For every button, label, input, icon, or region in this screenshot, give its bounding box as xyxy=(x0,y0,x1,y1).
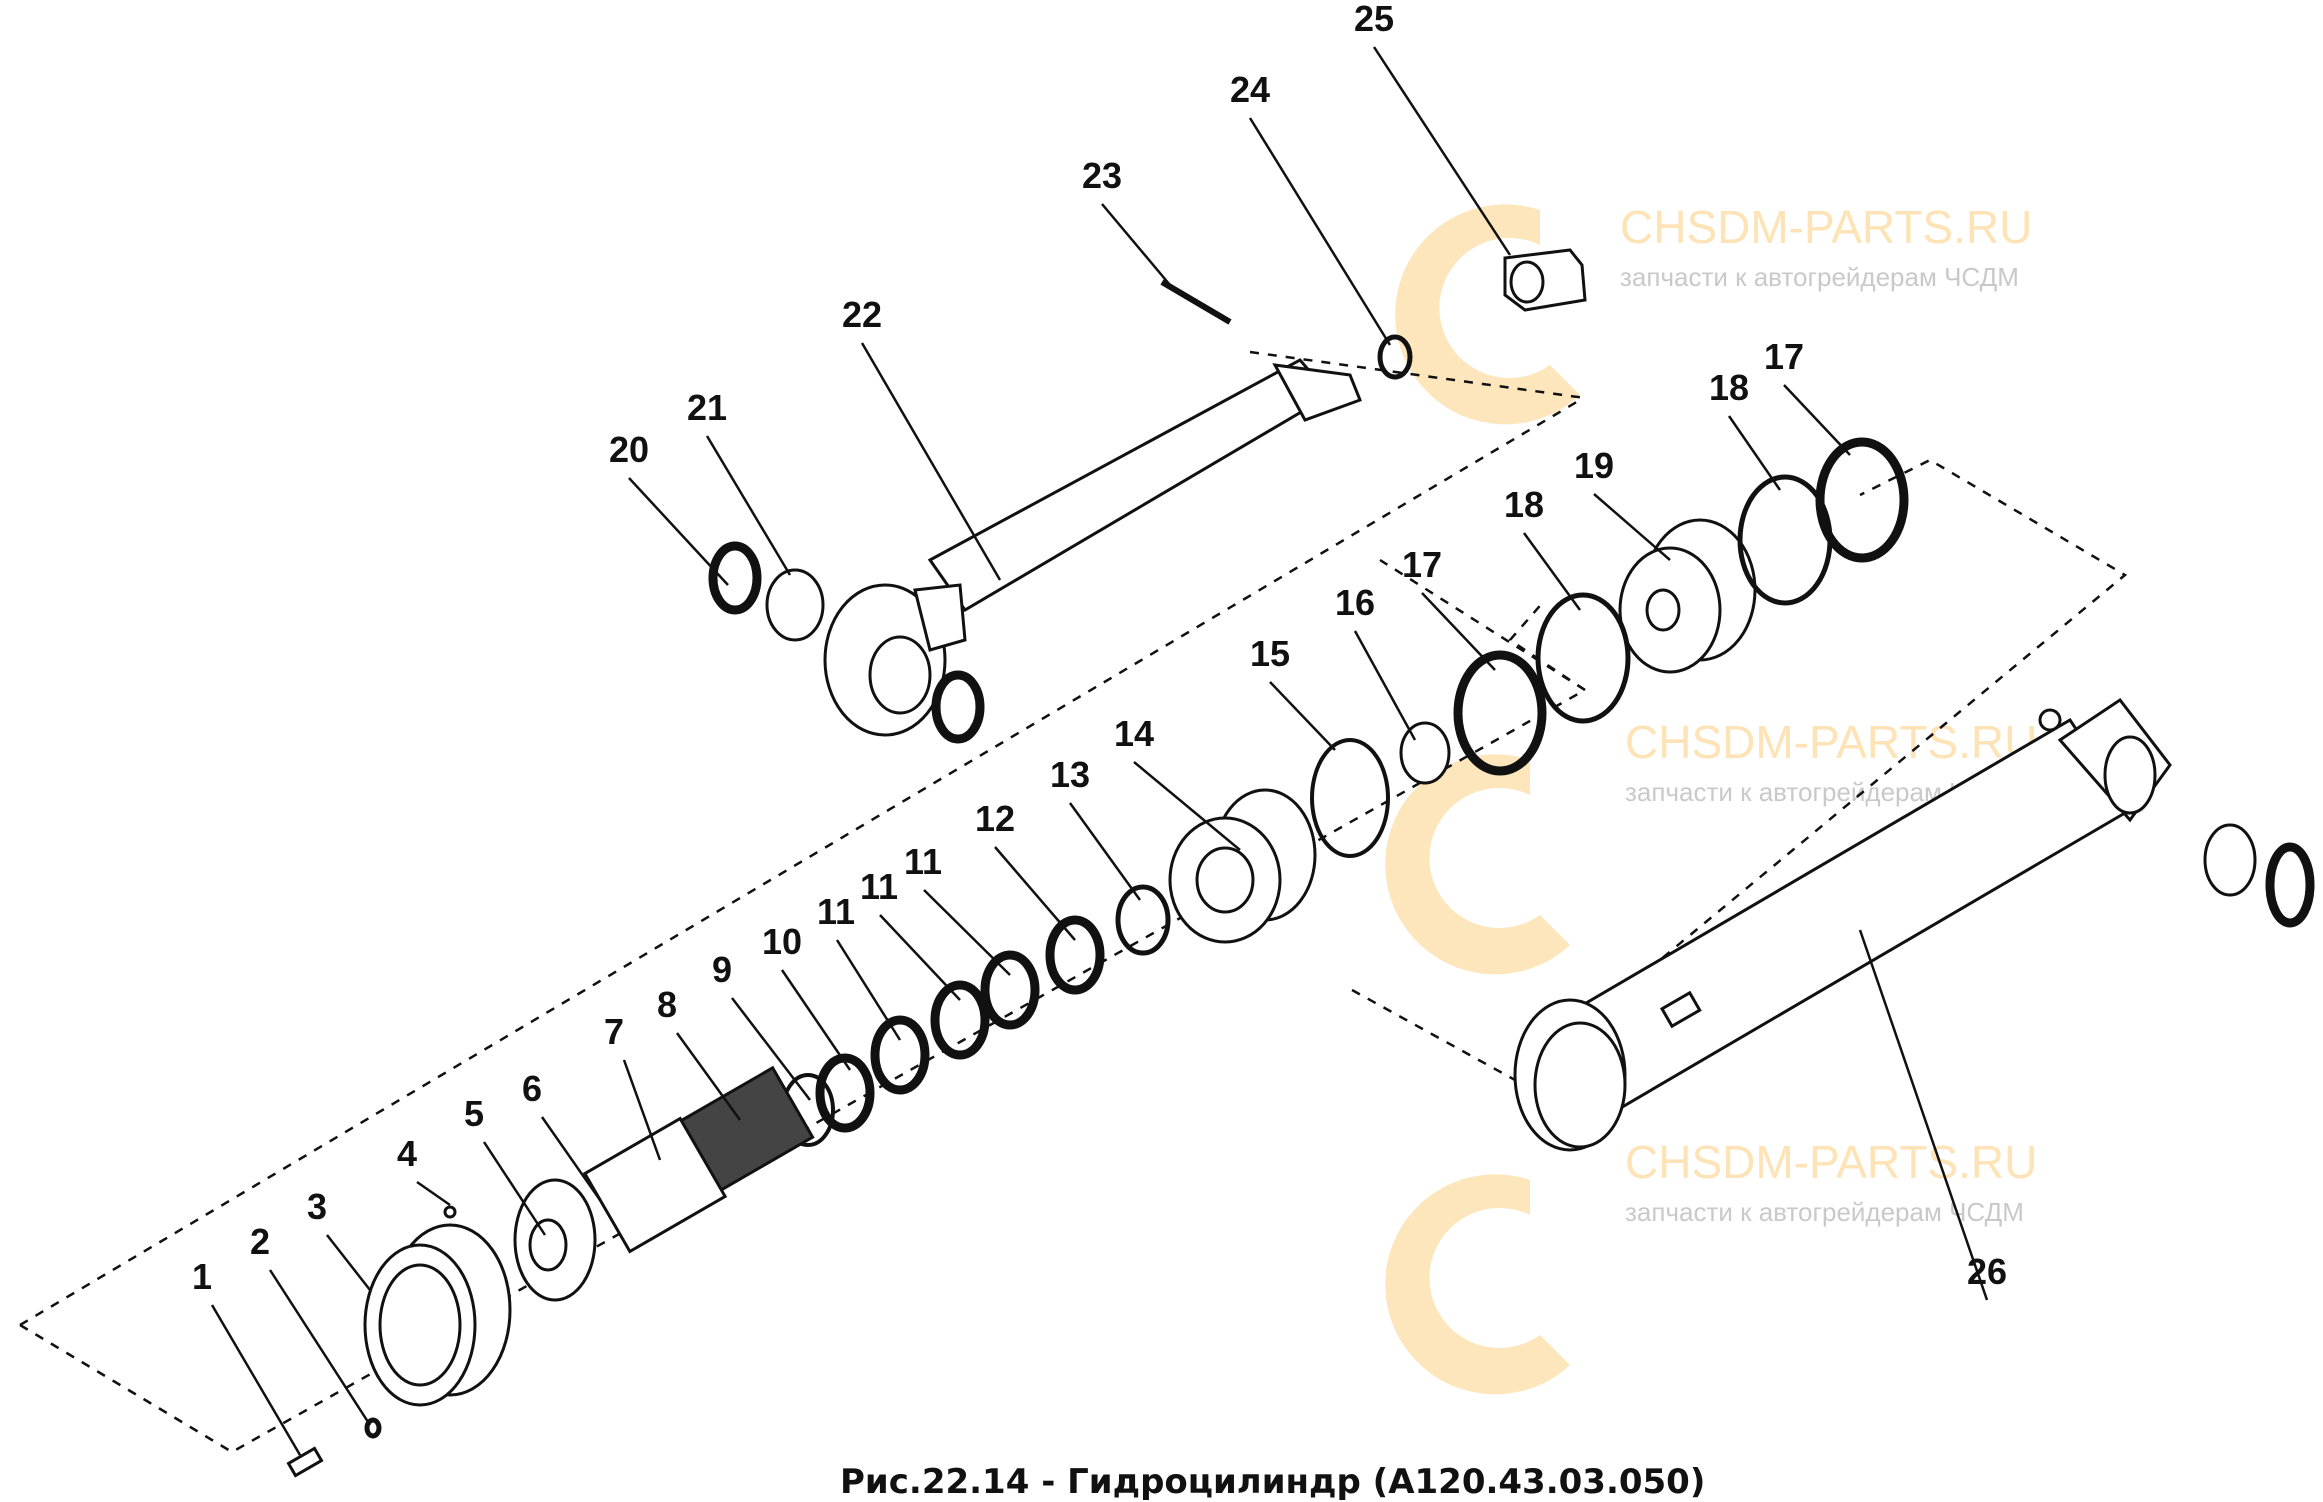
leader-line xyxy=(1593,493,1671,561)
part-label: 19 xyxy=(1574,445,1614,486)
bolt xyxy=(286,1446,324,1478)
flange-bore xyxy=(528,1218,568,1272)
part-labels: 1234567891011111112131415161718191817202… xyxy=(192,0,2007,1297)
part-label: 14 xyxy=(1114,713,1154,754)
part-label: 15 xyxy=(1250,633,1290,674)
end-nut xyxy=(363,1223,512,1407)
leader-line xyxy=(1727,415,1782,491)
leader-line xyxy=(1248,117,1392,346)
leader-line xyxy=(1372,46,1512,256)
part-label: 11 xyxy=(904,841,942,882)
assembly-guides xyxy=(19,350,2128,1454)
leader-line xyxy=(210,1304,302,1456)
retaining-ring xyxy=(708,541,762,615)
part-label: 17 xyxy=(1764,336,1804,377)
gland xyxy=(1168,788,1317,944)
part-label: 13 xyxy=(1050,754,1090,795)
o-ring xyxy=(1310,738,1390,858)
part-label: 8 xyxy=(657,984,677,1025)
part-label: 16 xyxy=(1335,582,1375,623)
seal-ring xyxy=(1535,592,1631,724)
leader-line xyxy=(675,1032,742,1121)
spring xyxy=(582,1065,815,1254)
part-label: 9 xyxy=(712,949,732,990)
leader-line xyxy=(731,997,811,1101)
seal-ring xyxy=(1453,650,1547,776)
watermark-title: CHSDM-PARTS.RU xyxy=(1620,201,2033,253)
leader-line xyxy=(1101,203,1171,286)
leader-line xyxy=(1421,592,1496,671)
part-label: 10 xyxy=(762,921,802,962)
leader-line xyxy=(780,969,852,1071)
leader-lines xyxy=(210,46,1989,1456)
cotter-pin xyxy=(1160,279,1232,325)
part-label: 20 xyxy=(609,429,649,470)
bushing xyxy=(765,568,825,642)
part-label: 22 xyxy=(842,294,882,335)
part-label: 24 xyxy=(1230,69,1270,110)
part-label: 6 xyxy=(522,1068,542,1109)
piston-rod xyxy=(823,358,1362,737)
washer xyxy=(1377,334,1413,380)
leader-line xyxy=(1068,802,1142,901)
part-label: 3 xyxy=(307,1186,327,1227)
leader-line xyxy=(628,477,729,586)
part-label: 25 xyxy=(1354,0,1394,39)
part-label: 4 xyxy=(397,1133,417,1174)
leader-line xyxy=(860,342,1002,581)
leader-line xyxy=(1783,384,1851,456)
leader-line xyxy=(268,1269,372,1426)
watermark-subtitle: запчасти к автогрейдерам ЧСДМ xyxy=(1620,262,2019,292)
seal-ring xyxy=(1815,437,1909,563)
leader-line xyxy=(1133,761,1241,851)
part-label: 18 xyxy=(1504,484,1544,525)
leader-line xyxy=(622,1059,662,1161)
castle-nut xyxy=(1503,248,1587,312)
leader-line xyxy=(416,1180,451,1207)
leader-line xyxy=(923,889,1011,976)
part-label: 11 xyxy=(860,866,898,907)
part-label: 12 xyxy=(975,798,1015,839)
spacer-sleeve xyxy=(1399,721,1451,785)
piston xyxy=(1618,518,1757,674)
part-label: 11 xyxy=(817,891,855,932)
part-label: 23 xyxy=(1082,155,1122,196)
leader-line xyxy=(1522,532,1582,611)
watermark-title: CHSDM-PARTS.RU xyxy=(1625,716,2038,768)
part-label: 5 xyxy=(464,1093,484,1134)
retaining-ring xyxy=(2265,842,2315,928)
leader-line xyxy=(994,846,1076,941)
part-label: 21 xyxy=(687,387,727,428)
leader-line xyxy=(705,435,792,576)
ball xyxy=(443,1205,457,1219)
leader-line xyxy=(326,1234,371,1291)
figure-caption: Рис.22.14 - Гидроцилиндр (А120.43.03.050… xyxy=(840,1462,1706,1502)
part-label: 26 xyxy=(1967,1251,2007,1292)
part-label: 17 xyxy=(1402,544,1442,585)
leader-line xyxy=(1858,929,1989,1301)
leader-line xyxy=(835,939,902,1041)
rod-seals xyxy=(781,884,1171,1147)
leader-line xyxy=(879,914,961,1001)
leader-line xyxy=(482,1141,547,1236)
part-label: 1 xyxy=(192,1256,212,1297)
watermark-title: CHSDM-PARTS.RU xyxy=(1625,1136,2038,1188)
part-label: 2 xyxy=(250,1221,270,1262)
bushing xyxy=(2203,823,2257,897)
retaining-ring xyxy=(931,670,985,744)
washer xyxy=(364,1417,382,1439)
leader-line xyxy=(540,1116,602,1201)
cylinder-barrel xyxy=(1513,697,2172,1152)
leader-line xyxy=(1269,681,1336,751)
leader-line xyxy=(1353,630,1417,741)
part-label: 7 xyxy=(604,1011,624,1052)
part-label: 18 xyxy=(1709,367,1749,408)
